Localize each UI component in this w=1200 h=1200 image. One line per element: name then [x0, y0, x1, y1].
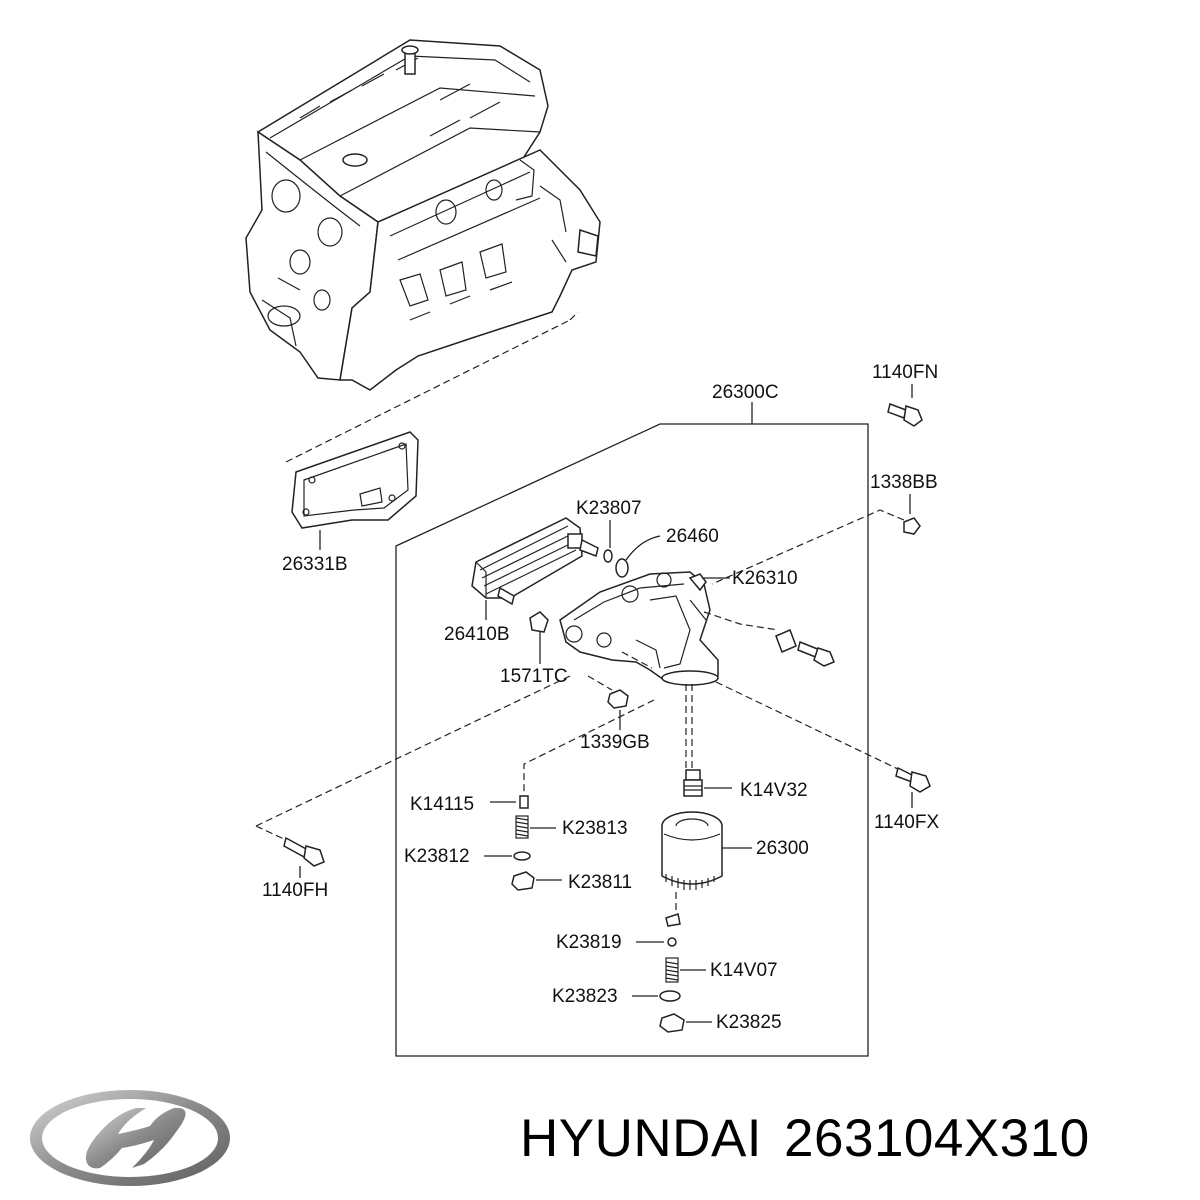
label-1140fh: 1140FH	[262, 880, 328, 901]
label-k23812: K23812	[404, 846, 470, 867]
label-k14v32: K14V32	[740, 780, 808, 801]
label-k23811: K23811	[568, 872, 632, 893]
bolt-1140fx	[895, 766, 931, 808]
label-k23807: K23807	[576, 498, 642, 519]
assembly-frame	[395, 402, 869, 1057]
label-26300c: 26300C	[712, 382, 779, 403]
label-1140fn: 1140FN	[872, 362, 938, 383]
label-k23823: K23823	[552, 986, 618, 1007]
label-k23819: K23819	[556, 932, 622, 953]
caption: HYUNDAI 263104X310	[520, 1108, 1200, 1178]
label-1140fx: 1140FX	[874, 812, 939, 833]
brand-name: HYUNDAI	[520, 1109, 763, 1168]
part-labels: 26300C 1140FN 1338BB 26331B K23807 26460…	[262, 362, 939, 1033]
bolt-1140fn	[887, 384, 923, 427]
label-k26310: K26310	[732, 568, 798, 589]
label-1571tc: 1571TC	[500, 666, 568, 687]
label-k23813: K23813	[562, 818, 628, 839]
seal-rings	[603, 520, 661, 578]
label-1338bb: 1338BB	[870, 472, 938, 493]
nut-1338bb	[711, 494, 921, 585]
label-26410b: 26410B	[444, 624, 510, 645]
label-26300: 26300	[756, 838, 809, 859]
gasket-26331b	[291, 431, 419, 550]
oil-cooler-26410b	[471, 517, 599, 620]
label-k14115: K14115	[410, 794, 474, 815]
label-26460: 26460	[666, 526, 719, 547]
label-k23825: K23825	[716, 1012, 782, 1033]
filter-center-stack	[632, 684, 752, 1033]
nut-1339gb	[607, 689, 629, 730]
label-k14v07: K14V07	[710, 960, 778, 981]
hyundai-logo-icon	[30, 1090, 230, 1186]
label-26331b: 26331B	[282, 554, 348, 575]
filter-housing-k26310	[529, 571, 901, 771]
relief-valve-stack	[484, 699, 655, 891]
label-1339gb: 1339GB	[580, 732, 650, 753]
bolt-1140fh	[255, 675, 571, 878]
part-number: 263104X310	[784, 1109, 1090, 1168]
engine-block	[245, 39, 601, 463]
